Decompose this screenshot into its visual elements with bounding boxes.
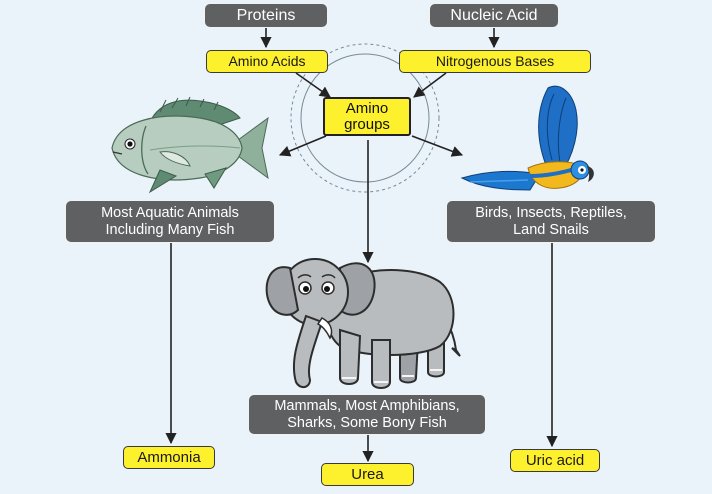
arrow-groups-parrot [411, 135, 464, 157]
ammonia-box: Ammonia [123, 446, 215, 469]
proteins-box: Proteins [204, 3, 328, 28]
aquatic-animals-box: Most Aquatic Animals Including Many Fish [65, 200, 275, 243]
birds-insects-box: Birds, Insects, Reptiles, Land Snails [446, 200, 656, 243]
nitrogenous-bases-box: Nitrogenous Bases [399, 50, 591, 73]
uric-acid-box: Uric acid [510, 449, 600, 472]
urea-box: Urea [321, 463, 414, 486]
mammals-box: Mammals, Most Amphibians, Sharks, Some B… [248, 394, 486, 435]
elephant-illustration [265, 258, 461, 389]
arrows [165, 28, 558, 463]
decorative-rings [290, 43, 440, 193]
amino-acids-box: Amino Acids [206, 50, 328, 73]
amino-groups-box: Amino groups [323, 97, 411, 136]
arrow-groups-fish [278, 135, 327, 157]
arrow-bases-groups [413, 72, 447, 98]
parrot-illustration [460, 85, 594, 191]
arrow-amino-acids-groups [295, 72, 331, 98]
fish-illustration [111, 96, 269, 194]
nucleic-acid-box: Nucleic Acid [429, 3, 559, 28]
